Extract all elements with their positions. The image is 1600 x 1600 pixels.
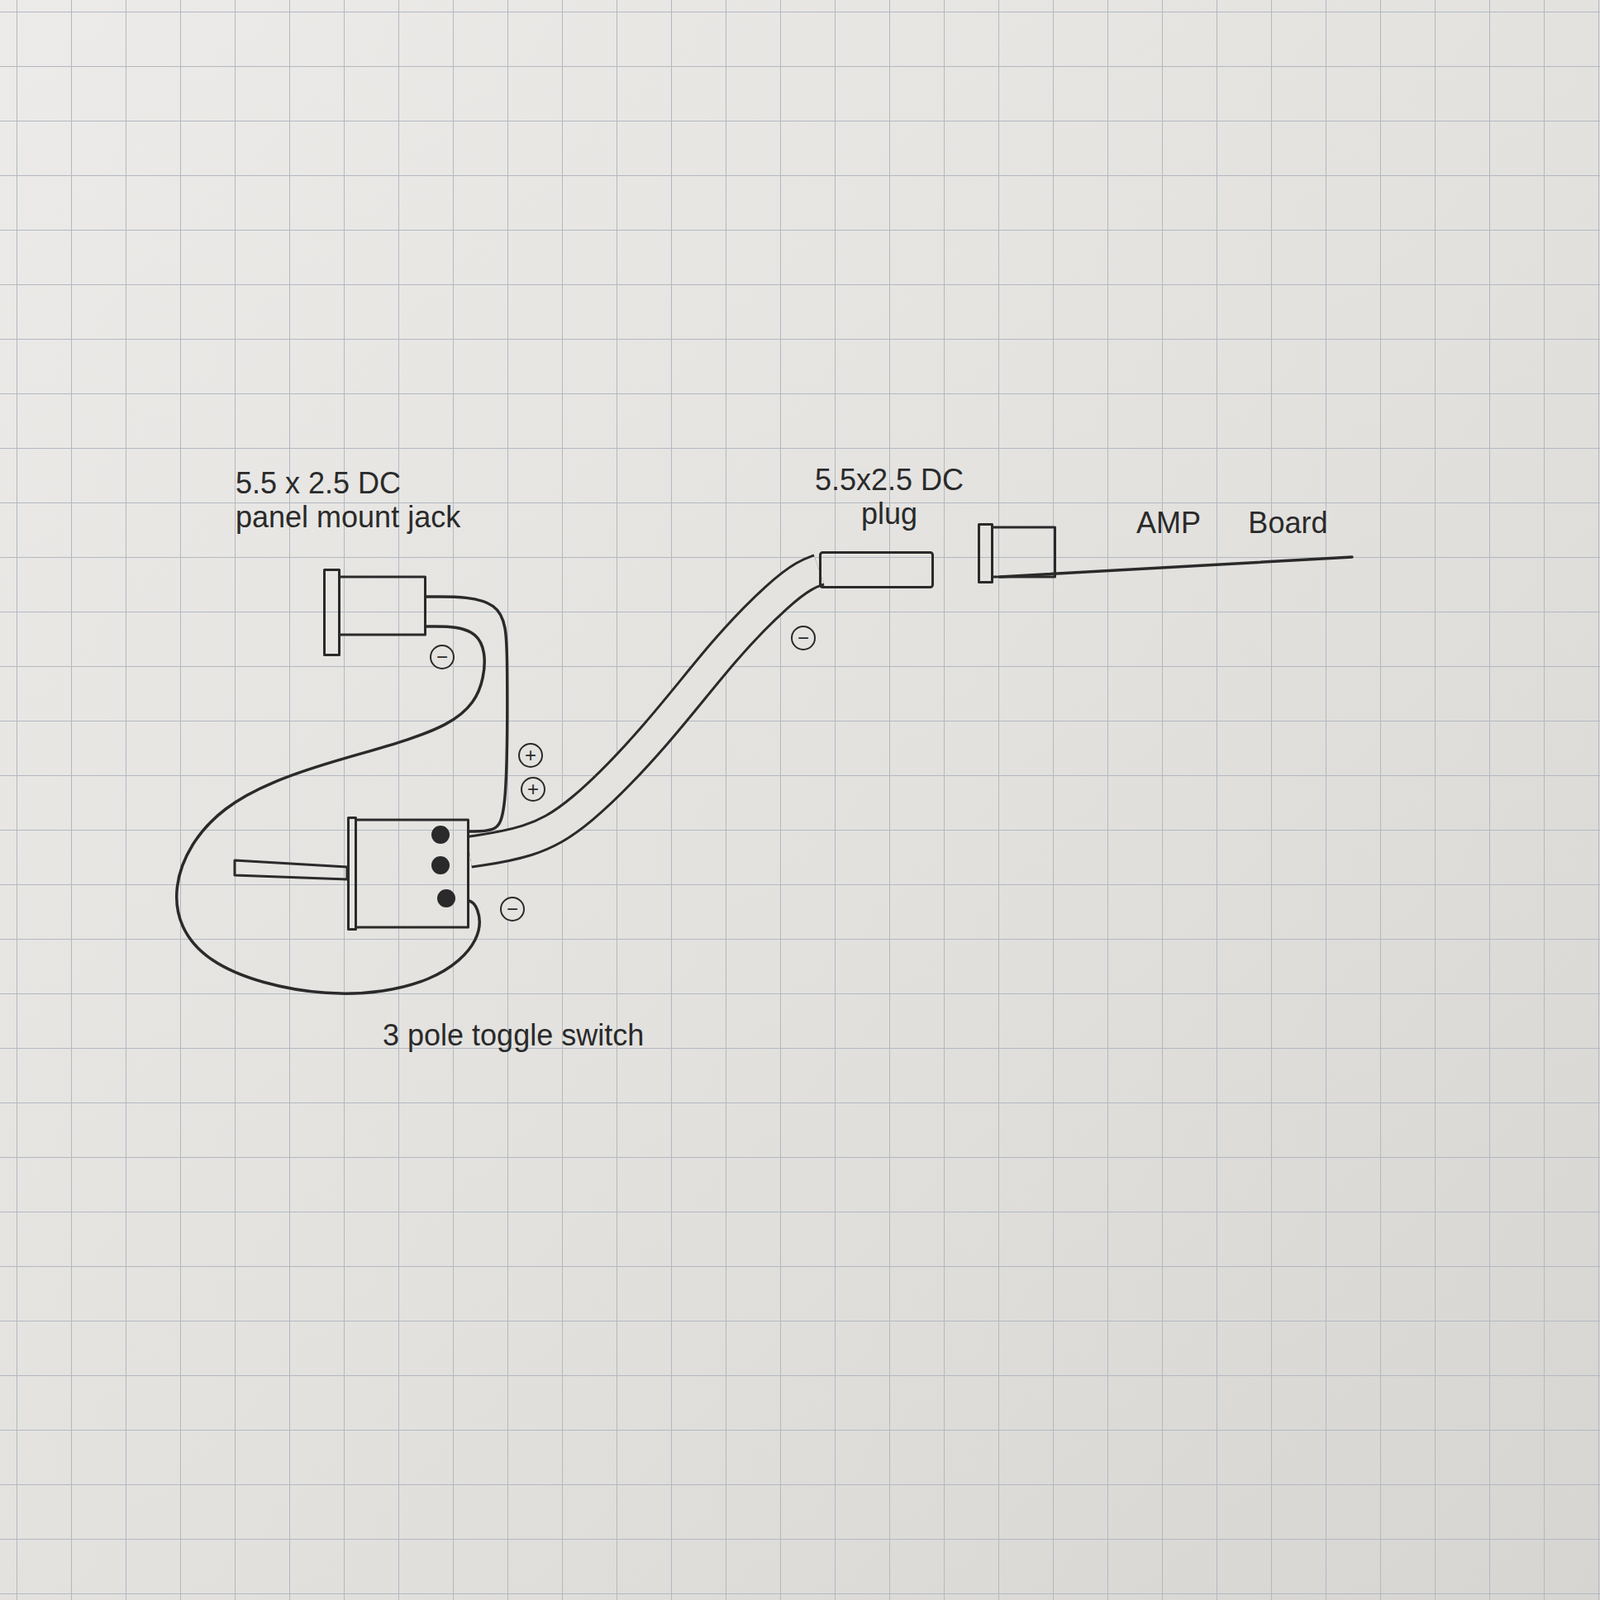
- polarity-mark: −: [790, 625, 816, 651]
- wire-path: [176, 626, 485, 994]
- switch-terminal: [432, 857, 449, 874]
- switch-terminal: [432, 826, 449, 843]
- jack-body: [339, 576, 426, 635]
- amp-outline: [979, 524, 1056, 583]
- board-jack-body: [992, 527, 1056, 577]
- amp-board: AMP Board: [977, 523, 1057, 584]
- polarity-mark: +: [518, 742, 543, 768]
- board-line: [1000, 557, 1353, 577]
- cable-outline: [469, 570, 820, 853]
- polarity-mark: −: [429, 644, 455, 670]
- component-shape: [977, 523, 1057, 584]
- plug-body: [820, 552, 934, 588]
- switch-terminal: [438, 890, 455, 907]
- switch-outline: [348, 818, 469, 930]
- component-shape: [819, 551, 934, 589]
- polarity-mark: −: [500, 896, 525, 922]
- component-label: 3 pole toggle switch: [382, 1018, 644, 1053]
- dc-plug: 5.5x2.5 DC plug: [819, 551, 934, 589]
- cable-fill: [469, 570, 820, 853]
- component-label: 5.5x2.5 DC plug: [806, 462, 972, 532]
- switch-bushing: [348, 818, 357, 930]
- component-label: 5.5 x 2.5 DC panel mount jack: [235, 466, 471, 535]
- jack-flange: [324, 570, 340, 656]
- toggle-switch: 3 pole toggle switch: [347, 816, 470, 931]
- plug-outline: [820, 552, 934, 588]
- panel-jack: 5.5 x 2.5 DC panel mount jack: [323, 568, 427, 657]
- board-jack-flange: [979, 524, 993, 583]
- toggle-lever: [234, 860, 348, 880]
- component-shape: [323, 568, 427, 657]
- jack-outline: [324, 570, 426, 656]
- wire: [176, 626, 485, 994]
- polarity-mark: +: [520, 776, 546, 802]
- component-shape: [347, 816, 470, 931]
- component-label: AMP Board: [1136, 505, 1328, 540]
- switch-body: [356, 819, 469, 928]
- dc-cable: [469, 570, 820, 853]
